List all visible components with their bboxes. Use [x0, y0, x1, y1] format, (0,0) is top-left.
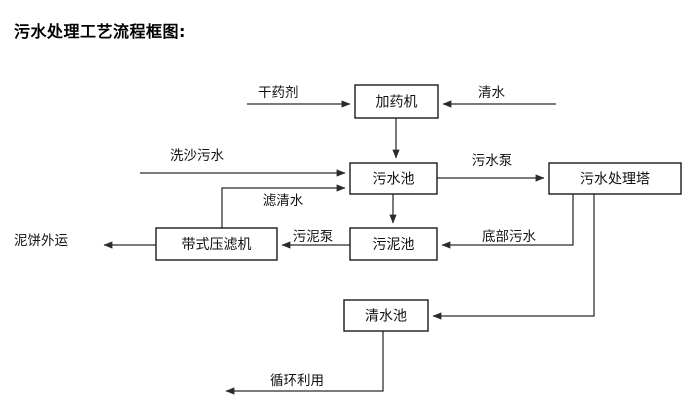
node-sludge-pool[interactable]: 污泥池 — [349, 227, 438, 261]
node-label-sewage-pool: 污水池 — [373, 172, 415, 188]
node-dosing-machine[interactable]: 加药机 — [354, 84, 439, 119]
node-label-clear-pool: 清水池 — [365, 309, 407, 325]
node-label-belt-press: 带式压滤机 — [182, 237, 252, 253]
node-label-dosing-machine: 加药机 — [376, 95, 418, 111]
terminal-label-dry-agent: 干药剂 — [258, 85, 299, 101]
node-belt-press[interactable]: 带式压滤机 — [155, 227, 278, 261]
node-label-treatment-tower: 污水处理塔 — [580, 172, 650, 188]
edge-treatment-tower-to-clear-pool — [432, 194, 595, 320]
node-treatment-tower[interactable]: 污水处理塔 — [548, 162, 682, 195]
node-label-sludge-pool: 污泥池 — [373, 237, 415, 253]
edge-clear-pool-to-recycle-reuse — [225, 331, 384, 395]
edge-label-sewage-pump: 污水泵 — [472, 153, 513, 169]
terminal-label-mud-cake-transport: 泥饼外运 — [14, 233, 68, 249]
terminal-label-clean-water: 清水 — [478, 85, 505, 101]
edge-treatment-tower-to-sludge-pool — [441, 194, 574, 249]
terminal-label-sand-wash-sewage: 洗沙污水 — [170, 148, 224, 164]
edge-label-filtrate: 滤清水 — [263, 193, 304, 209]
node-sewage-pool[interactable]: 污水池 — [349, 162, 438, 195]
edge-belt-press-filtrate-to-sewage-pool — [221, 184, 346, 228]
node-clear-pool[interactable]: 清水池 — [343, 299, 429, 332]
edge-label-recycle-reuse: 循环利用 — [270, 373, 324, 389]
page-title: 污水处理工艺流程框图: — [14, 22, 186, 41]
edge-label-bottom-sewage: 底部污水 — [482, 229, 536, 245]
edge-label-sludge-pump: 污泥泵 — [293, 229, 334, 245]
